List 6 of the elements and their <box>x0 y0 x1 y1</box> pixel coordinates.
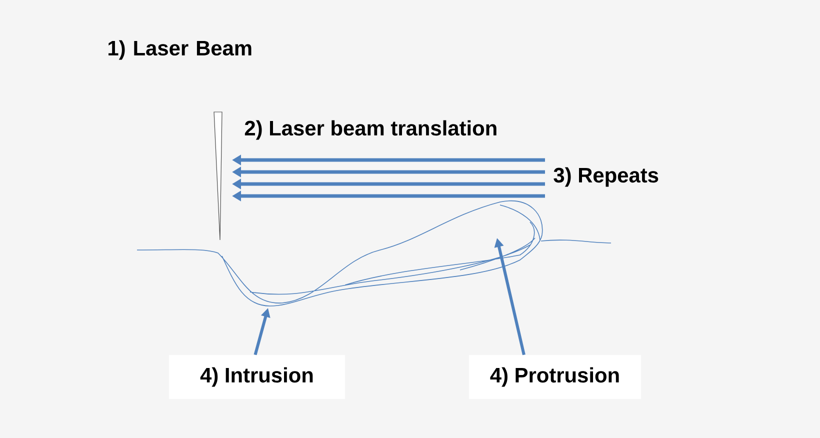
label: 2) Laser beam translation <box>244 120 496 140</box>
callout-box: 4) Intrusion <box>169 355 345 399</box>
callout-box: 4) Protrusion <box>469 355 641 399</box>
label: 1) Laser Beam <box>108 40 252 60</box>
surface-drawing <box>136 200 612 306</box>
label: 3) Repeats <box>554 167 658 187</box>
